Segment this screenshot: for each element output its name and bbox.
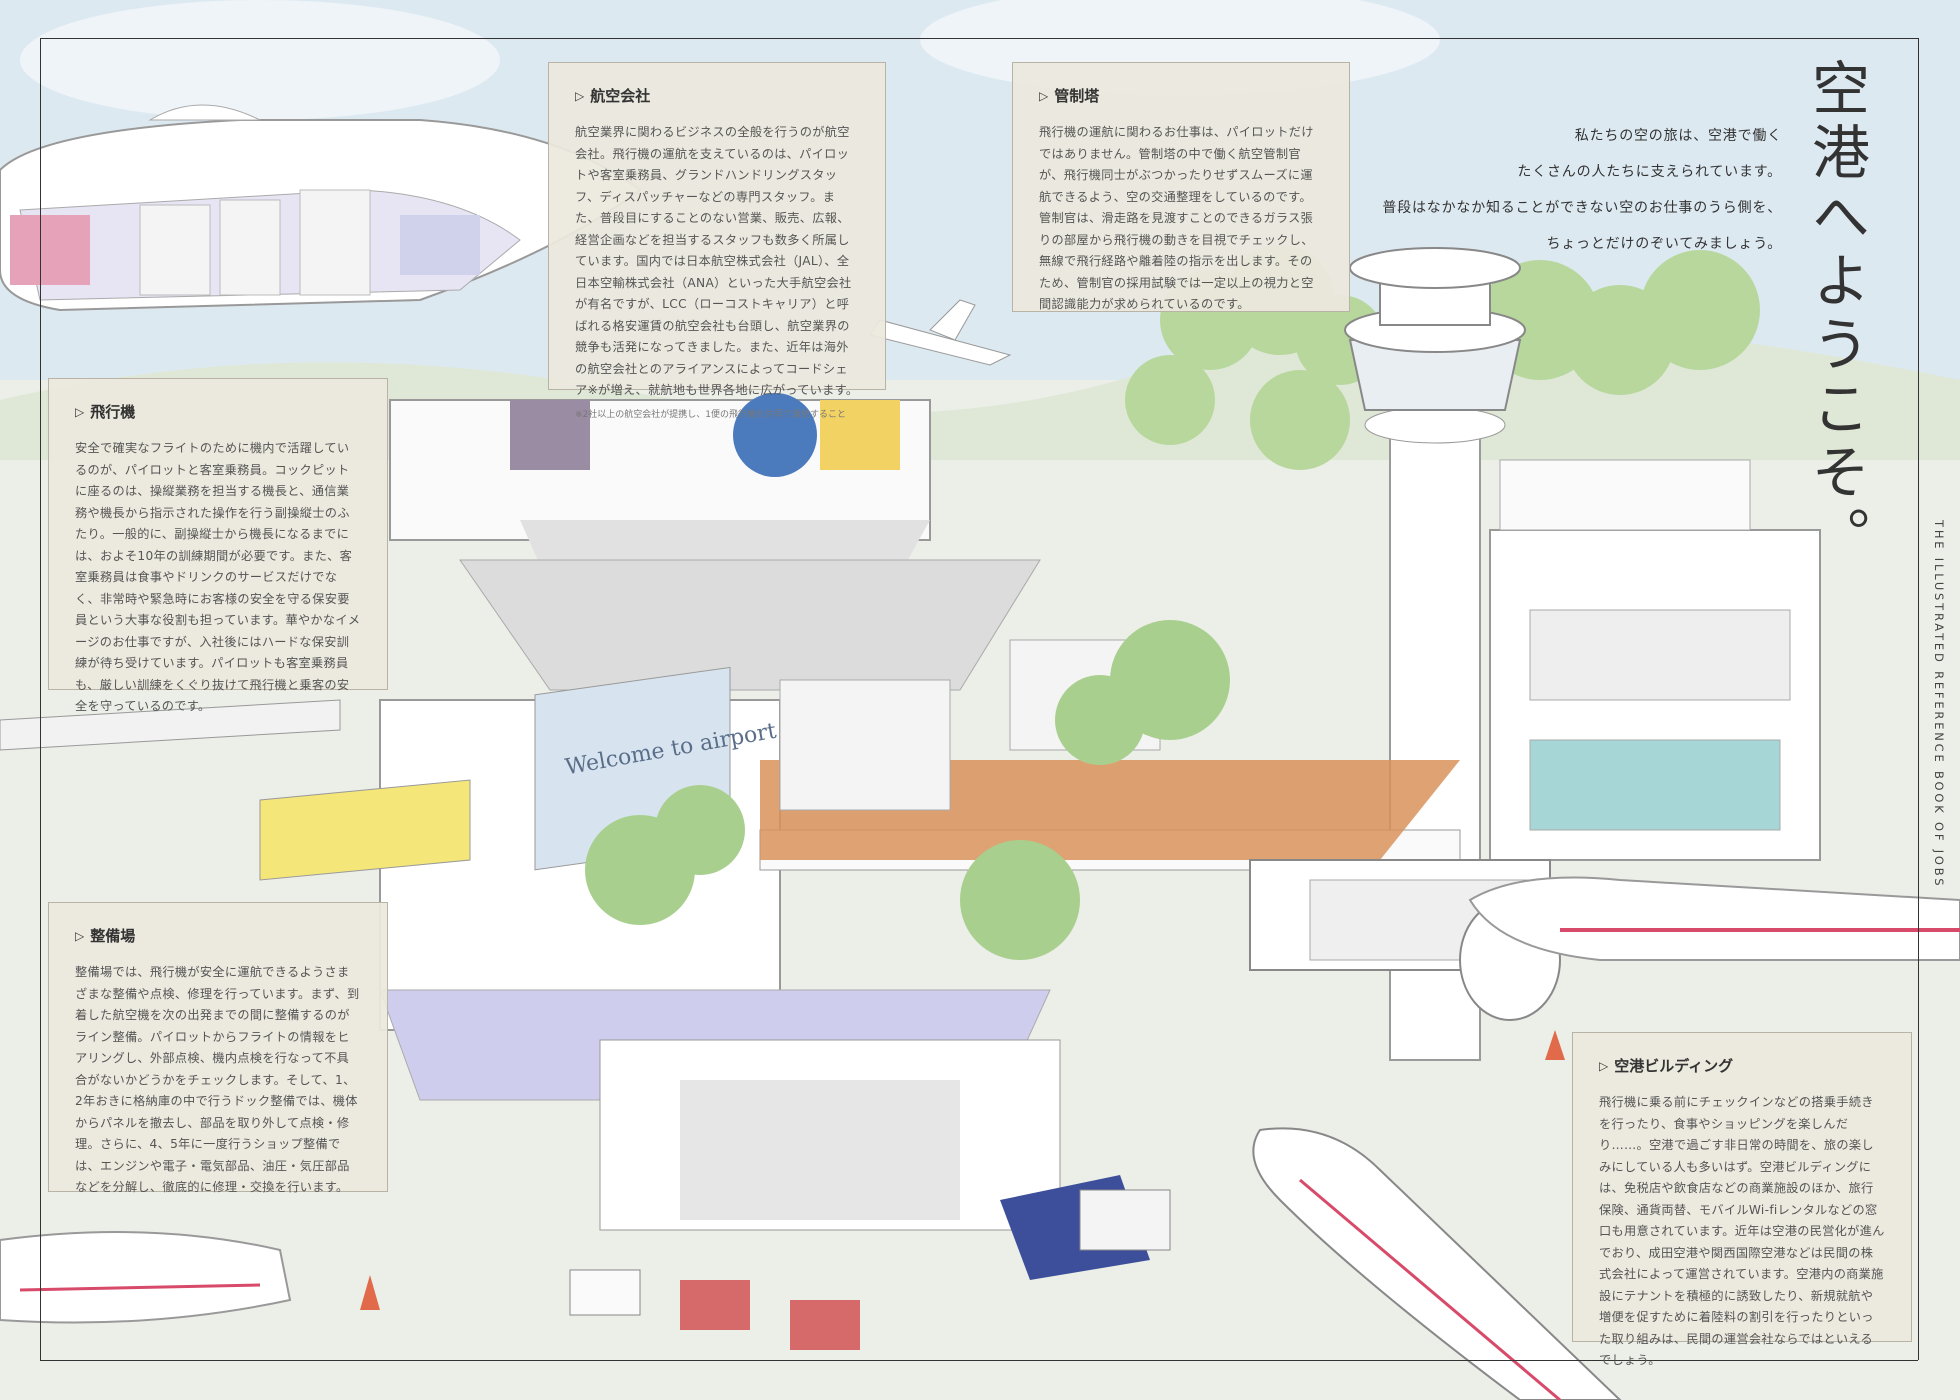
frame-bottom-line: [40, 1360, 1918, 1361]
triangle-icon: ▷: [1599, 1058, 1609, 1073]
airplane-bottom: [1252, 1127, 1622, 1400]
train: [0, 699, 471, 881]
frame-left-line: [40, 38, 41, 1360]
triangle-icon: ▷: [75, 404, 85, 419]
airline-body: 航空業界に関わるビジネスの全般を行うのが航空会社。飛行機の運航を支えているのは、…: [575, 125, 859, 397]
airplane-heading: ▷飛行機: [75, 403, 136, 421]
control-tower-box: ▷管制塔 飛行機の運航に関わるお仕事は、パイロットだけではありません。管制塔の中…: [1012, 62, 1350, 312]
control-tower-heading: ▷管制塔: [1039, 87, 1100, 105]
airplane-bottom-left: [0, 1231, 292, 1324]
frame-top-line: [40, 38, 1918, 39]
intro-line: ちょっとだけのぞいてみましょう。: [1546, 236, 1782, 252]
cloud: [20, 0, 500, 120]
maintenance-body: 整備場では、飛行機が安全に運航できるようさまざまな整備や点検、修理を行っています…: [75, 965, 360, 1194]
cone: [360, 1030, 1565, 1310]
intro-line: たくさんの人たちに支えられています。: [1517, 164, 1782, 180]
indoor-trees: [585, 620, 1230, 960]
terminal-body: 飛行機に乗る前にチェックインなどの搭乗手続きを行ったり、食事やショッピングを楽し…: [1599, 1095, 1885, 1367]
maintenance-box: ▷整備場 整備場では、飛行機が安全に運航できるようさまざまな整備や点検、修理を行…: [48, 902, 388, 1194]
intro-text: 私たちの空の旅は、空港で働く たくさんの人たちに支えられています。 普段はなかな…: [1262, 118, 1782, 262]
fuel-truck: [1000, 1175, 1171, 1280]
terminal-heading: ▷空港ビルディング: [1599, 1057, 1734, 1075]
airplane-right: [1468, 876, 1960, 961]
airplane-box: ▷飛行機 安全で確実なフライトのために機内で活躍しているのが、パイロットと客室乗…: [48, 378, 388, 713]
maintenance-heading: ▷整備場: [75, 927, 136, 945]
frame-right-line: [1918, 38, 1919, 1360]
airplane-body: 安全で確実なフライトのために機内で活躍しているのが、パイロットと客室乗務員。コッ…: [75, 441, 361, 713]
airline-box: ▷航空会社 航空業界に関わるビジネスの全般を行うのが航空会社。飛行機の運航を支え…: [548, 62, 886, 420]
baggage-tug: [569, 1269, 641, 1316]
side-caption: THE ILLUSTRATED REFERENCE BOOK OF JOBS: [1932, 520, 1946, 889]
right-office: [1489, 459, 1821, 861]
airline-note: ※2社以上の航空会社が提携し、1便の飛行機を共同で運航すること: [575, 409, 846, 420]
airline-heading: ▷航空会社: [575, 87, 651, 105]
intro-line: 私たちの空の旅は、空港で働く: [1574, 128, 1782, 144]
page-title: 空港へようこそ。: [1802, 58, 1870, 570]
office-building: [389, 393, 1041, 691]
luggage-carts: [680, 1280, 860, 1350]
terminal-box: ▷空港ビルディング 飛行機に乗る前にチェックインなどの搭乗手続きを行ったり、食事…: [1572, 1032, 1912, 1367]
triangle-icon: ▷: [575, 88, 585, 103]
control-tower-body: 飛行機の運航に関わるお仕事は、パイロットだけではありません。管制塔の中で働く航空…: [1039, 125, 1314, 311]
intro-line: 普段はなかなか知ることができない空のお仕事のうら側を、: [1382, 200, 1782, 216]
triangle-icon: ▷: [1039, 88, 1049, 103]
triangle-icon: ▷: [75, 928, 85, 943]
